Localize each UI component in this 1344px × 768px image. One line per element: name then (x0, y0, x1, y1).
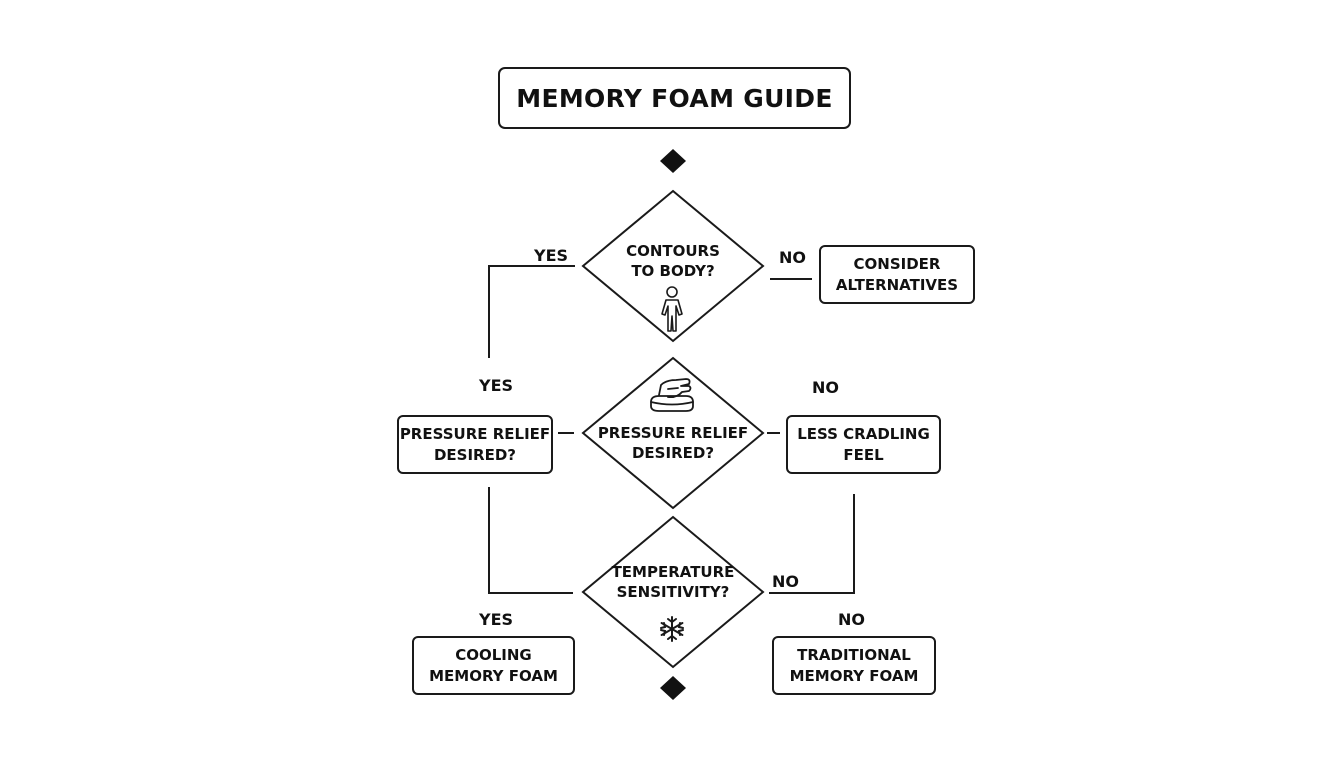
title-box: MEMORY FOAM GUIDE (498, 67, 851, 129)
label-yes-top: YES (534, 246, 569, 265)
box-cooling-memory-foam-text: COOLING MEMORY FOAM (429, 645, 558, 685)
box-pressure-relief-left: PRESSURE RELIEF DESIRED? (397, 415, 553, 474)
title-text: MEMORY FOAM GUIDE (516, 83, 833, 113)
decision-text-contours: CONTOURS TO BODY? (626, 242, 720, 280)
box-less-cradling-text: LESS CRADLING FEEL (797, 424, 930, 464)
box-consider-alternatives: CONSIDER ALTERNATIVES (819, 245, 975, 304)
label-no-temperature: NO (772, 572, 799, 591)
box-pressure-relief-left-text: PRESSURE RELIEF DESIRED? (399, 424, 551, 464)
box-less-cradling: LESS CRADLING FEEL (786, 415, 941, 474)
snowflake-icon (660, 616, 684, 642)
decision-text-pressure: PRESSURE RELIEF DESIRED? (597, 424, 749, 462)
box-cooling-memory-foam: COOLING MEMORY FOAM (412, 636, 575, 695)
decision-diamond-contours (581, 189, 765, 343)
box-traditional-memory-foam-text: TRADITIONAL MEMORY FOAM (789, 645, 919, 685)
connector-yes-top (488, 265, 575, 358)
label-yes-bottom: YES (479, 610, 514, 629)
box-consider-alternatives-text: CONSIDER ALTERNATIVES (835, 254, 959, 294)
box-traditional-memory-foam: TRADITIONAL MEMORY FOAM (772, 636, 936, 695)
start-marker (660, 149, 686, 173)
label-no-mid: NO (812, 378, 839, 397)
label-yes-mid: YES (479, 376, 514, 395)
decision-text-temperature: TEMPERATURE SENSITIVITY? (611, 563, 735, 601)
decision-diamond-temperature (581, 515, 765, 669)
connector-left-down (488, 487, 573, 594)
decision-diamond-pressure (581, 356, 765, 510)
label-no-top: NO (779, 248, 806, 267)
hand-pressing-cushion-icon (650, 378, 694, 412)
label-no-bottom: NO (838, 610, 865, 629)
end-marker (660, 676, 686, 700)
person-icon (661, 286, 683, 332)
connector-right-down (769, 494, 855, 594)
